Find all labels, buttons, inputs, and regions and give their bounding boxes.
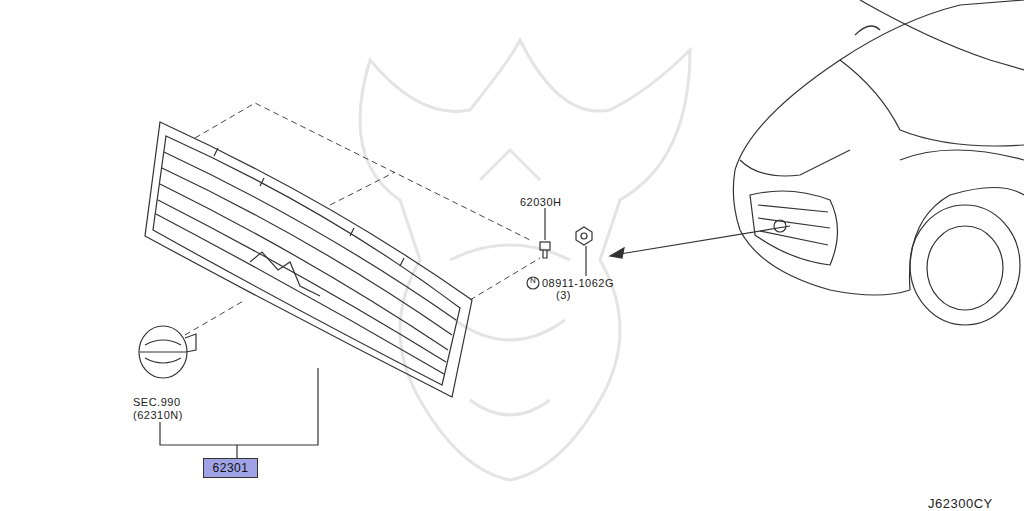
car-illustration: [733, 0, 1024, 325]
emblem: [139, 326, 196, 378]
part-label: SEC.990: [133, 396, 181, 408]
part-label: 62030H: [520, 196, 562, 208]
part-label: (3): [556, 289, 571, 301]
part-number: 62301: [213, 461, 249, 475]
dashed-guide: [185, 103, 540, 335]
part-label: 08911-1062G: [542, 277, 614, 289]
fastener: [527, 208, 592, 289]
watermark: [360, 40, 690, 480]
part-number-box: 62301: [203, 458, 258, 478]
diagram-code: J62300CY: [928, 497, 993, 511]
bracket-line: [160, 368, 318, 458]
part-label: (62310N): [133, 409, 183, 421]
location-arrow: [610, 226, 790, 258]
grille: [145, 122, 472, 397]
part-label: N: [530, 277, 536, 286]
